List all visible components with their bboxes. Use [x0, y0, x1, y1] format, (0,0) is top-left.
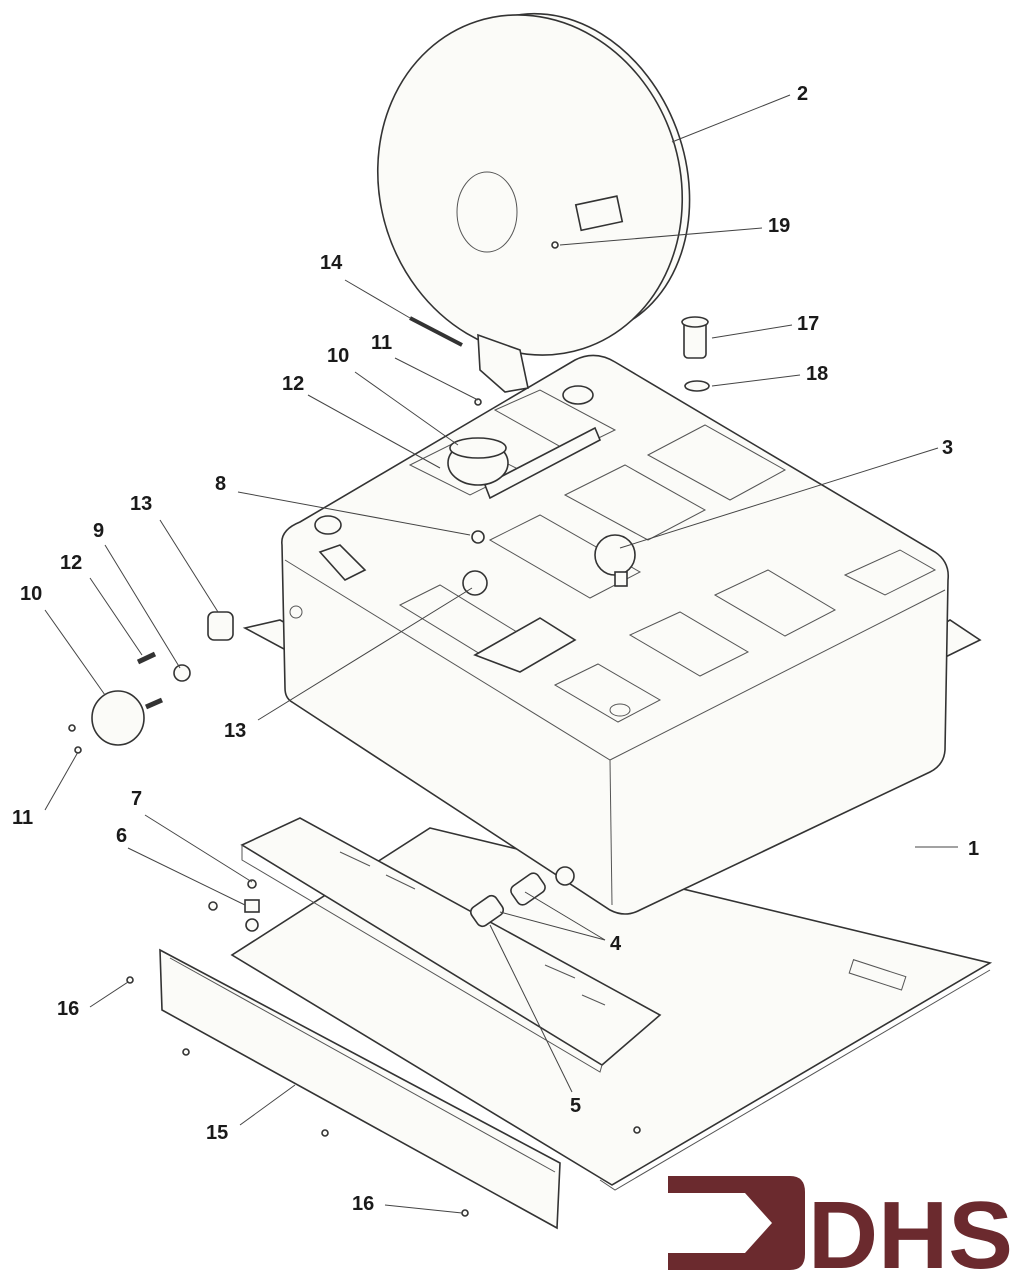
callout-o-ring: 18: [806, 363, 828, 385]
callout-fittings: 4: [610, 933, 622, 955]
leader-line-thermostat-clip: [104, 544, 181, 669]
expansion-vessel: [376, 12, 691, 393]
dhs-logo: DHS: [668, 1176, 1013, 1283]
leader-line-fittings: [524, 891, 606, 941]
callout-thermostat-upper: 10: [327, 345, 349, 367]
callout-vessel-screw: 19: [768, 215, 790, 237]
leader-line-pins-side: [89, 577, 143, 656]
front-panel: [159, 948, 561, 1230]
leader-line-tank: [619, 447, 939, 549]
callout-sleeve: 17: [797, 313, 819, 335]
callout-screw-bottom: 16: [352, 1193, 374, 1215]
leader-line-screw-left: [89, 981, 129, 1008]
leader-line-front-panel: [239, 1084, 296, 1126]
callout-expansion-vessel: 2: [797, 83, 808, 105]
callout-sensor-clip: 8: [215, 473, 226, 495]
leader-line-screw-side: [44, 751, 79, 811]
leader-line-o-ring: [711, 374, 801, 387]
callout-pins-upper: 12: [282, 373, 304, 395]
leader-line-screw-bottom: [384, 1204, 463, 1214]
callout-thermostat-clip: 9: [93, 520, 104, 542]
leader-line-sleeve: [711, 324, 793, 339]
small-parts: [68, 241, 710, 1217]
leader-line-sensor-clip: [237, 491, 471, 536]
leader-line-spring-fitting: [489, 924, 573, 1093]
logo-text: DHS: [808, 1182, 1013, 1283]
callout-clip-nut: 6: [116, 825, 127, 847]
leader-line-pin: [344, 279, 411, 319]
mounting-bracket: [240, 817, 662, 1073]
logo-arrow-icon: [668, 1176, 805, 1270]
callout-pin: 14: [320, 252, 343, 274]
callout-thermostat-side: 10: [20, 583, 42, 605]
callout-screw-side: 11: [12, 807, 33, 829]
leader-line-screw: [144, 814, 253, 883]
leader-line-screw-upper: [394, 357, 479, 401]
callout-front-panel: 15: [206, 1122, 228, 1144]
callout-screw: 7: [131, 788, 142, 810]
leader-line-fittings: [499, 911, 606, 941]
callout-screw-left: 16: [57, 998, 79, 1020]
callout-spring-fitting: 5: [570, 1095, 581, 1117]
leader-line-clip-nut: [127, 847, 246, 906]
callout-base-plate: 1: [968, 838, 979, 860]
leader-line-thermostat-side: [44, 609, 106, 696]
leader-line-cap-top: [257, 587, 473, 721]
leader-line-vessel-screw: [559, 227, 763, 246]
callout-cap-side: 13: [130, 493, 152, 515]
leader-line-thermostat-upper: [354, 371, 459, 446]
callout-tank: 3: [942, 437, 953, 459]
callout-pins-side: 12: [60, 552, 82, 574]
leader-line-cap-side: [159, 519, 219, 613]
callout-screw-upper: 11: [371, 332, 392, 354]
callout-cap-top: 13: [224, 720, 246, 742]
tank: [242, 354, 982, 915]
leader-line-expansion-vessel: [671, 94, 791, 143]
leader-line-pins-upper: [307, 394, 441, 469]
